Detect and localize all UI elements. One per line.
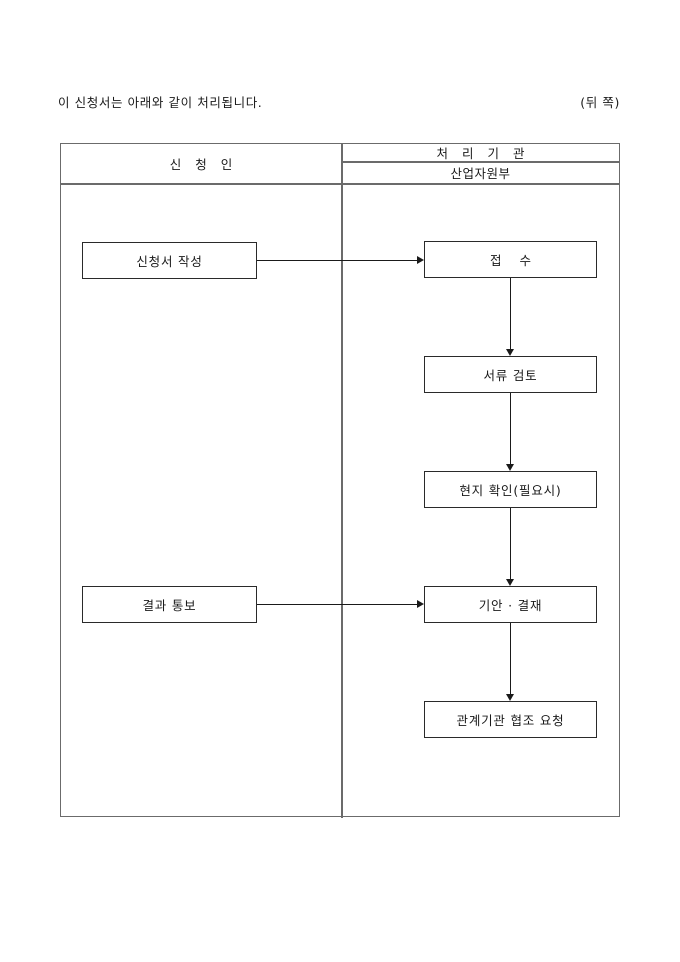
process-box-result-notification: 결과 통보 [82, 586, 257, 623]
process-box-onsite-check-label: 현지 확인(필요시) [459, 483, 562, 498]
process-flow-table: 신 청 인 처 리 기 관 산업자원부 신청서 작성 결과 통보 접 수 서류 … [60, 143, 620, 818]
process-box-onsite-check: 현지 확인(필요시) [424, 471, 597, 508]
processing-note: 이 신청서는 아래와 같이 처리됩니다. [58, 95, 263, 110]
column-header-applicant-label: 신 청 인 [169, 157, 238, 172]
process-box-write-application: 신청서 작성 [82, 242, 257, 279]
connector-notify-to-draft [257, 604, 417, 606]
column-header-ministry: 산업자원부 [342, 162, 619, 183]
arrowhead-notify-to-draft [417, 600, 424, 608]
connector-onsite-to-draft [510, 508, 512, 579]
connector-review-to-onsite [510, 393, 512, 464]
arrowhead-draft-to-coop [506, 694, 514, 701]
connector-receive-to-review [510, 278, 512, 349]
column-divider [341, 144, 343, 818]
arrowhead-write-to-receive [417, 256, 424, 264]
table-header-divider [61, 183, 619, 185]
page-side-label: (뒤 쪽) [580, 95, 620, 110]
column-header-ministry-label: 산업자원부 [450, 166, 511, 181]
process-box-receipt-label: 접 수 [490, 253, 538, 268]
process-box-draft-approval: 기안 · 결재 [424, 586, 597, 623]
process-box-agency-cooperation-request: 관계기관 협조 요청 [424, 701, 597, 738]
document-header: 이 신청서는 아래와 같이 처리됩니다. (뒤 쪽) [58, 92, 620, 110]
agency-header-divider [341, 161, 619, 163]
process-box-result-notification-label: 결과 통보 [142, 598, 197, 613]
column-header-agency-label: 처 리 기 관 [436, 146, 530, 161]
process-box-write-application-label: 신청서 작성 [136, 254, 203, 269]
arrowhead-review-to-onsite [506, 464, 514, 471]
arrowhead-receive-to-review [506, 349, 514, 356]
process-box-document-review: 서류 검토 [424, 356, 597, 393]
column-header-applicant: 신 청 인 [61, 144, 341, 183]
connector-write-to-receive [257, 260, 417, 262]
arrowhead-onsite-to-draft [506, 579, 514, 586]
process-box-receipt: 접 수 [424, 241, 597, 278]
process-box-agency-cooperation-request-label: 관계기관 협조 요청 [456, 713, 565, 728]
process-box-draft-approval-label: 기안 · 결재 [478, 598, 543, 613]
connector-draft-to-coop [510, 623, 512, 694]
column-header-agency: 처 리 기 관 [342, 144, 619, 161]
process-box-document-review-label: 서류 검토 [483, 368, 538, 383]
